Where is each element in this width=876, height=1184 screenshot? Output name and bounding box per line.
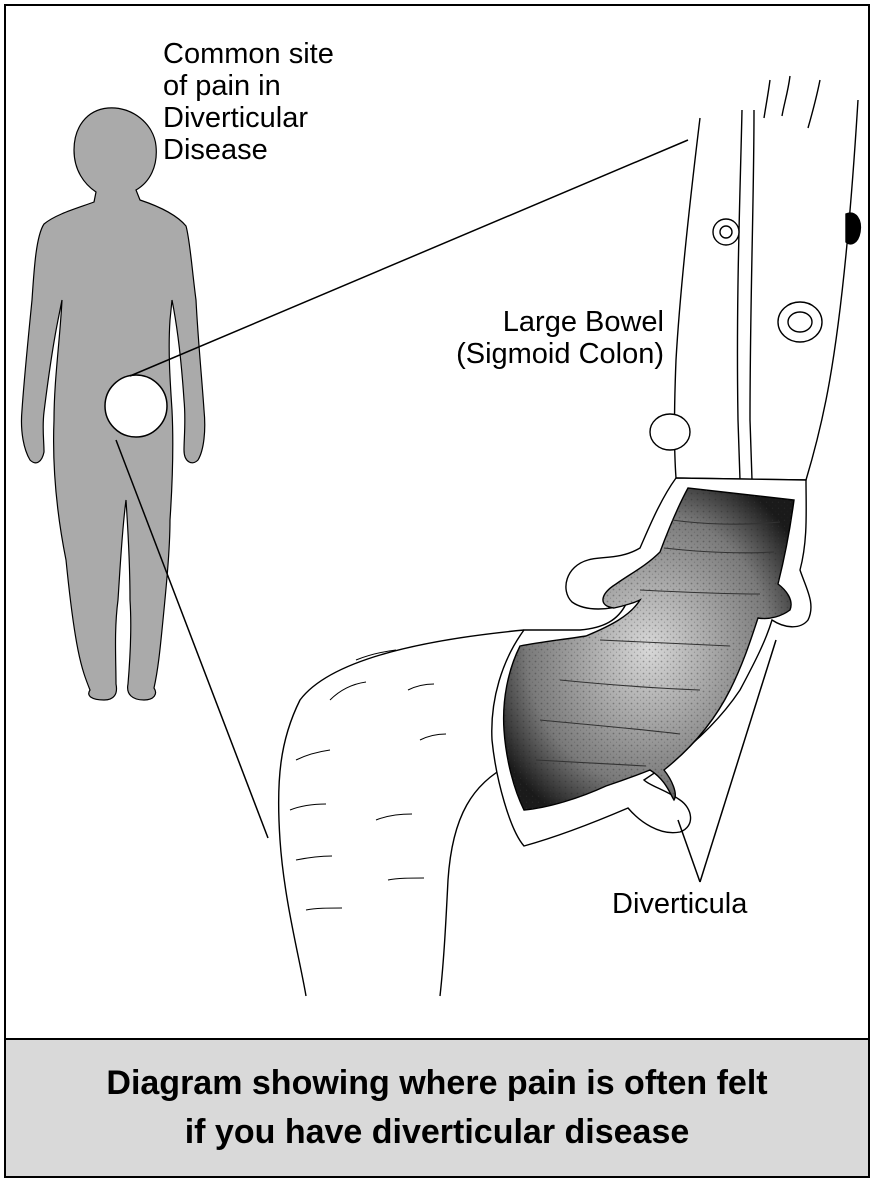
pain-site-label-line: of pain in	[163, 70, 334, 102]
diagram-illustration	[0, 0, 876, 1040]
pain-site-label-line: Diverticular	[163, 102, 334, 134]
caption-line-2: if you have diverticular disease	[185, 1108, 690, 1157]
diverticula-label: Diverticula	[612, 888, 747, 920]
pain-site-label-line: Common site	[163, 38, 334, 70]
large-bowel-label-line: Large Bowel	[432, 306, 664, 338]
caption-line-1: Diagram showing where pain is often felt	[106, 1059, 767, 1108]
caption-box: Diagram showing where pain is often felt…	[4, 1038, 870, 1178]
pain-site-marker-icon	[105, 375, 167, 437]
large-bowel-label: Large Bowel (Sigmoid Colon)	[432, 306, 664, 370]
pain-site-label-line: Disease	[163, 134, 334, 166]
colon-illustration-icon	[279, 76, 861, 996]
large-bowel-label-line: (Sigmoid Colon)	[432, 338, 664, 370]
pain-site-label: Common site of pain in Diverticular Dise…	[163, 38, 334, 166]
